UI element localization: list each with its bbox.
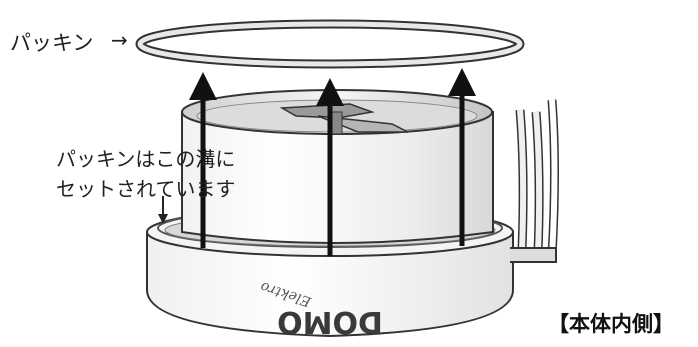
groove-note-line-2: セットされています — [56, 177, 236, 201]
power-cord — [510, 99, 559, 263]
groove-note-line-1: パッキンはこの溝に — [56, 147, 236, 171]
arrow-right — [448, 68, 476, 246]
arrow-left — [189, 72, 217, 248]
gasket-ring — [135, 19, 525, 69]
svg-text:DOMO: DOMO — [277, 304, 383, 339]
section-label: 【本体内側】 — [548, 312, 674, 336]
gasket-label-arrow: → — [111, 28, 128, 52]
groove-note: パッキンはこの溝に セットされています — [56, 144, 235, 204]
domo-logo: DOMO — [277, 304, 383, 339]
gasket-label: パッキン — [10, 31, 94, 55]
groove-pointer-arrow — [158, 196, 168, 224]
arrow-center — [316, 78, 344, 256]
